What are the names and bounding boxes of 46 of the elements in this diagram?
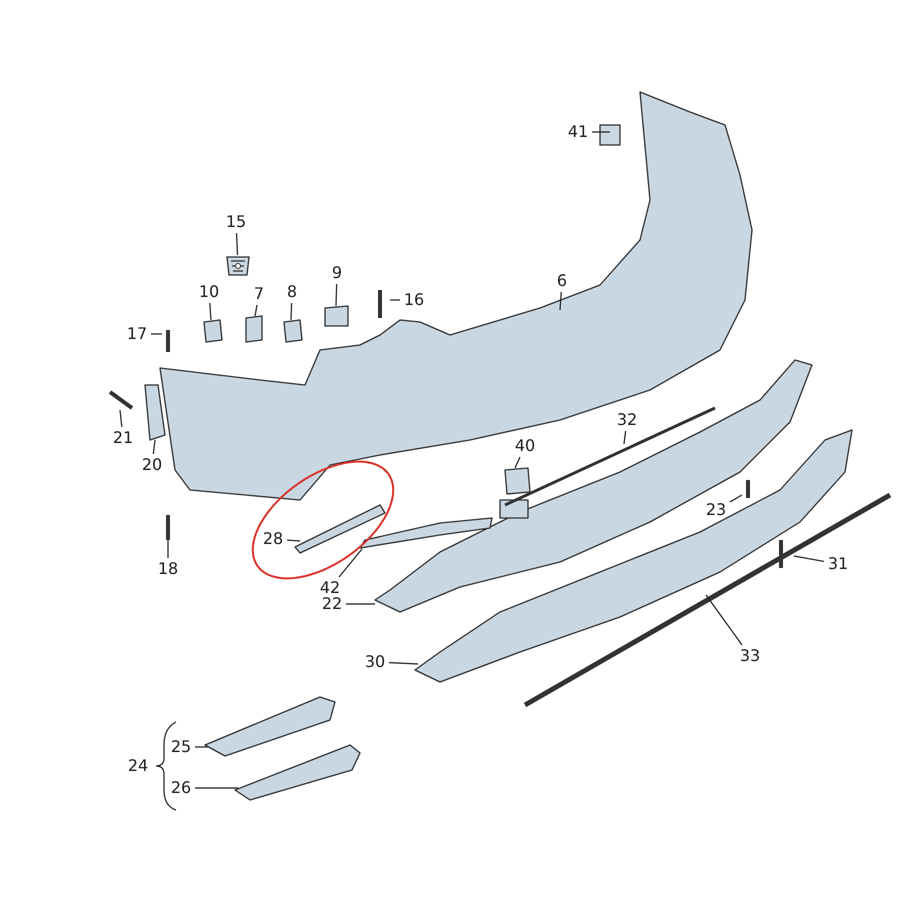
callout-number: 15 bbox=[223, 212, 249, 232]
callout-number: 18 bbox=[155, 559, 181, 579]
callout-number: 30 bbox=[362, 652, 388, 672]
callout-number: 16 bbox=[401, 290, 427, 310]
leader-line bbox=[592, 131, 610, 133]
leader-line bbox=[209, 302, 212, 320]
callout-number: 9 bbox=[324, 263, 350, 283]
callout-number: 26 bbox=[168, 778, 194, 798]
leader-line bbox=[730, 494, 742, 502]
callout-number: 32 bbox=[614, 410, 640, 430]
callout-number: 31 bbox=[825, 554, 851, 574]
leader-line bbox=[290, 302, 292, 320]
leader-line bbox=[388, 662, 418, 665]
leader-line bbox=[559, 292, 562, 310]
leader-line bbox=[335, 284, 338, 306]
leader-line bbox=[514, 456, 521, 468]
leader-line bbox=[623, 430, 626, 444]
callout-number: 33 bbox=[737, 646, 763, 666]
leader-line bbox=[338, 548, 362, 578]
callout-number: 21 bbox=[110, 428, 136, 448]
callout-number: 23 bbox=[703, 500, 729, 520]
leader-line bbox=[167, 540, 169, 558]
callout-number: 8 bbox=[279, 282, 305, 302]
fastener-drawing bbox=[225, 256, 251, 276]
leader-line bbox=[195, 746, 208, 748]
leader-line bbox=[254, 304, 258, 316]
leader-line bbox=[794, 555, 824, 562]
callout-number: 25 bbox=[168, 737, 194, 757]
callout-number: 17 bbox=[124, 324, 150, 344]
leader-line bbox=[119, 410, 122, 428]
callout-number: 41 bbox=[565, 122, 591, 142]
leader-line bbox=[706, 594, 743, 646]
leader-line bbox=[346, 603, 375, 605]
callout-number: 24 bbox=[126, 756, 150, 776]
leader-line bbox=[195, 787, 238, 789]
leader-line bbox=[236, 232, 238, 256]
callout-number: 40 bbox=[512, 436, 538, 456]
callout-number: 6 bbox=[549, 271, 575, 291]
leader-line bbox=[152, 440, 156, 454]
leader-line bbox=[390, 299, 400, 301]
leader-line bbox=[151, 333, 162, 335]
leader-line bbox=[286, 539, 300, 542]
callout-number: 20 bbox=[139, 455, 165, 475]
callout-number: 7 bbox=[246, 284, 272, 304]
callout-number: 28 bbox=[260, 529, 286, 549]
callout-number: 10 bbox=[196, 282, 222, 302]
